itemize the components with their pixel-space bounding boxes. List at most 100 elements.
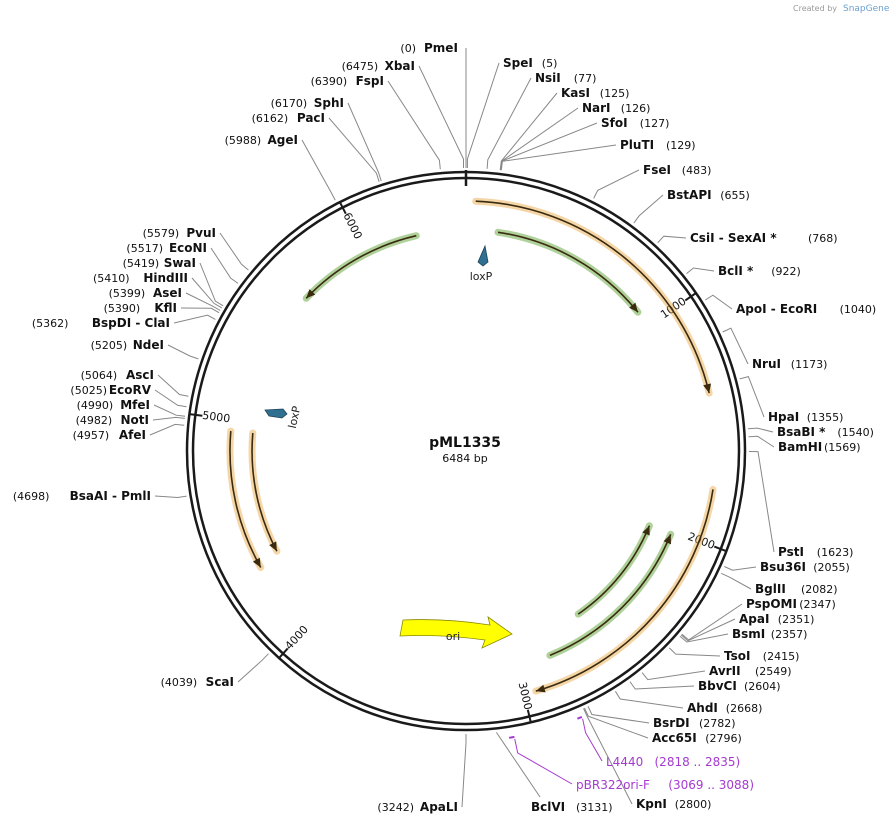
primer-leader	[514, 738, 573, 785]
restriction-site-label[interactable]: XbaI	[385, 59, 415, 73]
restriction-site-label[interactable]: PspOMI	[746, 597, 797, 611]
credit-prefix: Created by	[793, 4, 837, 13]
restriction-site-label[interactable]: ApaLI	[420, 800, 458, 814]
leader-line	[219, 232, 249, 271]
site-position: (0)	[400, 42, 416, 55]
restriction-site-label[interactable]: KpnI	[636, 797, 667, 811]
leader-line	[154, 389, 187, 408]
restriction-site-label[interactable]: BbvCI	[698, 679, 737, 693]
primer-label[interactable]: pBR322ori-F	[576, 778, 650, 792]
restriction-site-label[interactable]: BamHI	[778, 440, 822, 454]
orange-arc-left-b[interactable]	[251, 432, 278, 552]
site-position: (2055)	[813, 561, 850, 574]
site-position: (6475)	[342, 60, 379, 73]
restriction-site-label[interactable]: PmeI	[424, 41, 458, 55]
primer-label[interactable]: L4440	[606, 755, 643, 769]
restriction-site-label[interactable]: SphI	[314, 96, 344, 110]
green-arc-left[interactable]	[305, 234, 417, 299]
green-arc-right-a-halo	[546, 530, 675, 659]
restriction-site-label[interactable]: NdeI	[133, 338, 164, 352]
restriction-site-label[interactable]: BsaAI - PmlI	[70, 489, 151, 503]
green-arc-right-a-arrowhead	[663, 534, 671, 545]
restriction-site-label[interactable]: EcoNI	[169, 241, 207, 255]
restriction-site-label[interactable]: Bsu36I	[760, 560, 806, 574]
orange-arc-left-a[interactable]	[229, 431, 262, 568]
restriction-site-label[interactable]: KasI	[561, 86, 590, 100]
restriction-site-label[interactable]: Acc65I	[652, 731, 697, 745]
site-position: (3131)	[576, 801, 613, 814]
site-position: (4982)	[76, 414, 113, 427]
site-position: (2782)	[699, 717, 736, 730]
restriction-site-label[interactable]: AscI	[126, 368, 154, 382]
site-position: (2604)	[744, 680, 781, 693]
restriction-site-label[interactable]: KflI	[154, 301, 177, 315]
restriction-site-label[interactable]: AvrII	[709, 664, 741, 678]
restriction-site-label[interactable]: HpaI	[768, 410, 799, 424]
loxp-feature-left[interactable]: loxP	[264, 405, 303, 430]
restriction-site-label[interactable]: BsrDI	[653, 716, 690, 730]
site-position: (2668)	[726, 702, 763, 715]
ori-feature[interactable]: ori	[399, 616, 513, 649]
leader-line	[185, 292, 221, 311]
restriction-site-label[interactable]: BsaBI *	[777, 425, 826, 439]
restriction-site-label[interactable]: TsoI	[724, 649, 750, 663]
restriction-site-label[interactable]: ScaI	[206, 675, 234, 689]
site-position: (4990)	[77, 399, 114, 412]
green-arc-right-a[interactable]	[549, 533, 672, 657]
leader-line	[500, 122, 598, 171]
primer-arrow[interactable]	[508, 735, 515, 739]
restriction-site-label[interactable]: SfoI	[601, 116, 628, 130]
restriction-site-label[interactable]: BclVI	[531, 800, 565, 814]
primer-arrow[interactable]	[577, 715, 583, 720]
restriction-site-label[interactable]: FspI	[356, 74, 384, 88]
restriction-site-label[interactable]: AhdI	[687, 701, 718, 715]
restriction-site-label[interactable]: CsiI - SexAI *	[690, 231, 777, 245]
restriction-site-label[interactable]: AfeI	[119, 428, 146, 442]
restriction-site-label[interactable]: BspDI - ClaI	[92, 316, 170, 330]
restriction-site-label[interactable]: BclI *	[718, 264, 754, 278]
restriction-site-label[interactable]: NsiI	[535, 71, 561, 85]
green-arc-right-b[interactable]	[577, 525, 651, 615]
restriction-site-label[interactable]: PvuI	[186, 226, 216, 240]
restriction-site-label[interactable]: PluTI	[620, 138, 654, 152]
green-arc-right-b-arrowhead	[642, 525, 650, 536]
loxp-label-left: loxP	[286, 405, 303, 430]
restriction-site-label[interactable]: NotI	[121, 413, 150, 427]
restriction-site-label[interactable]: PacI	[297, 111, 325, 125]
green-arc-top[interactable]	[497, 231, 639, 313]
leader-line	[722, 327, 749, 365]
orange-arc-right[interactable]	[535, 489, 714, 692]
ori-label: ori	[446, 630, 460, 643]
site-position: (2800)	[675, 798, 712, 811]
restriction-site-label[interactable]: AseI	[153, 286, 182, 300]
restriction-site-label[interactable]: ApoI - EcoRI	[736, 302, 817, 316]
restriction-site-label[interactable]: EcoRV	[109, 383, 152, 397]
restriction-site-label[interactable]: SpeI	[503, 56, 533, 70]
tick-mark	[278, 647, 289, 658]
site-position: (2796)	[705, 732, 742, 745]
restriction-site-label[interactable]: NarI	[582, 101, 611, 115]
restriction-site-label[interactable]: PstI	[778, 545, 804, 559]
restriction-site-label[interactable]: NruI	[752, 357, 781, 371]
leader-line	[724, 566, 757, 571]
restriction-site-label[interactable]: BstAPI	[667, 188, 712, 202]
orange-arc-top[interactable]	[475, 200, 710, 394]
leader-line	[748, 451, 775, 553]
tick-mark	[526, 709, 532, 722]
site-position: (5025)	[70, 384, 107, 397]
tick-mark	[339, 202, 347, 215]
restriction-site-label[interactable]: FseI	[643, 163, 671, 177]
site-position: (5390)	[104, 302, 141, 315]
restriction-site-label[interactable]: AgeI	[268, 133, 298, 147]
restriction-site-label[interactable]: ApaI	[739, 612, 769, 626]
restriction-site-label[interactable]: SwaI	[164, 256, 196, 270]
loxp-feature-top[interactable]: loxP	[470, 244, 493, 283]
site-position: (5988)	[225, 134, 262, 147]
restriction-site-label[interactable]: MfeI	[120, 398, 150, 412]
restriction-site-label[interactable]: BsmI	[732, 627, 765, 641]
site-position: (655)	[720, 189, 750, 202]
backbone	[185, 170, 747, 732]
restriction-site-label[interactable]: BglII	[755, 582, 786, 596]
loxp-label-top: loxP	[470, 270, 493, 283]
restriction-site-label[interactable]: HindIII	[143, 271, 188, 285]
